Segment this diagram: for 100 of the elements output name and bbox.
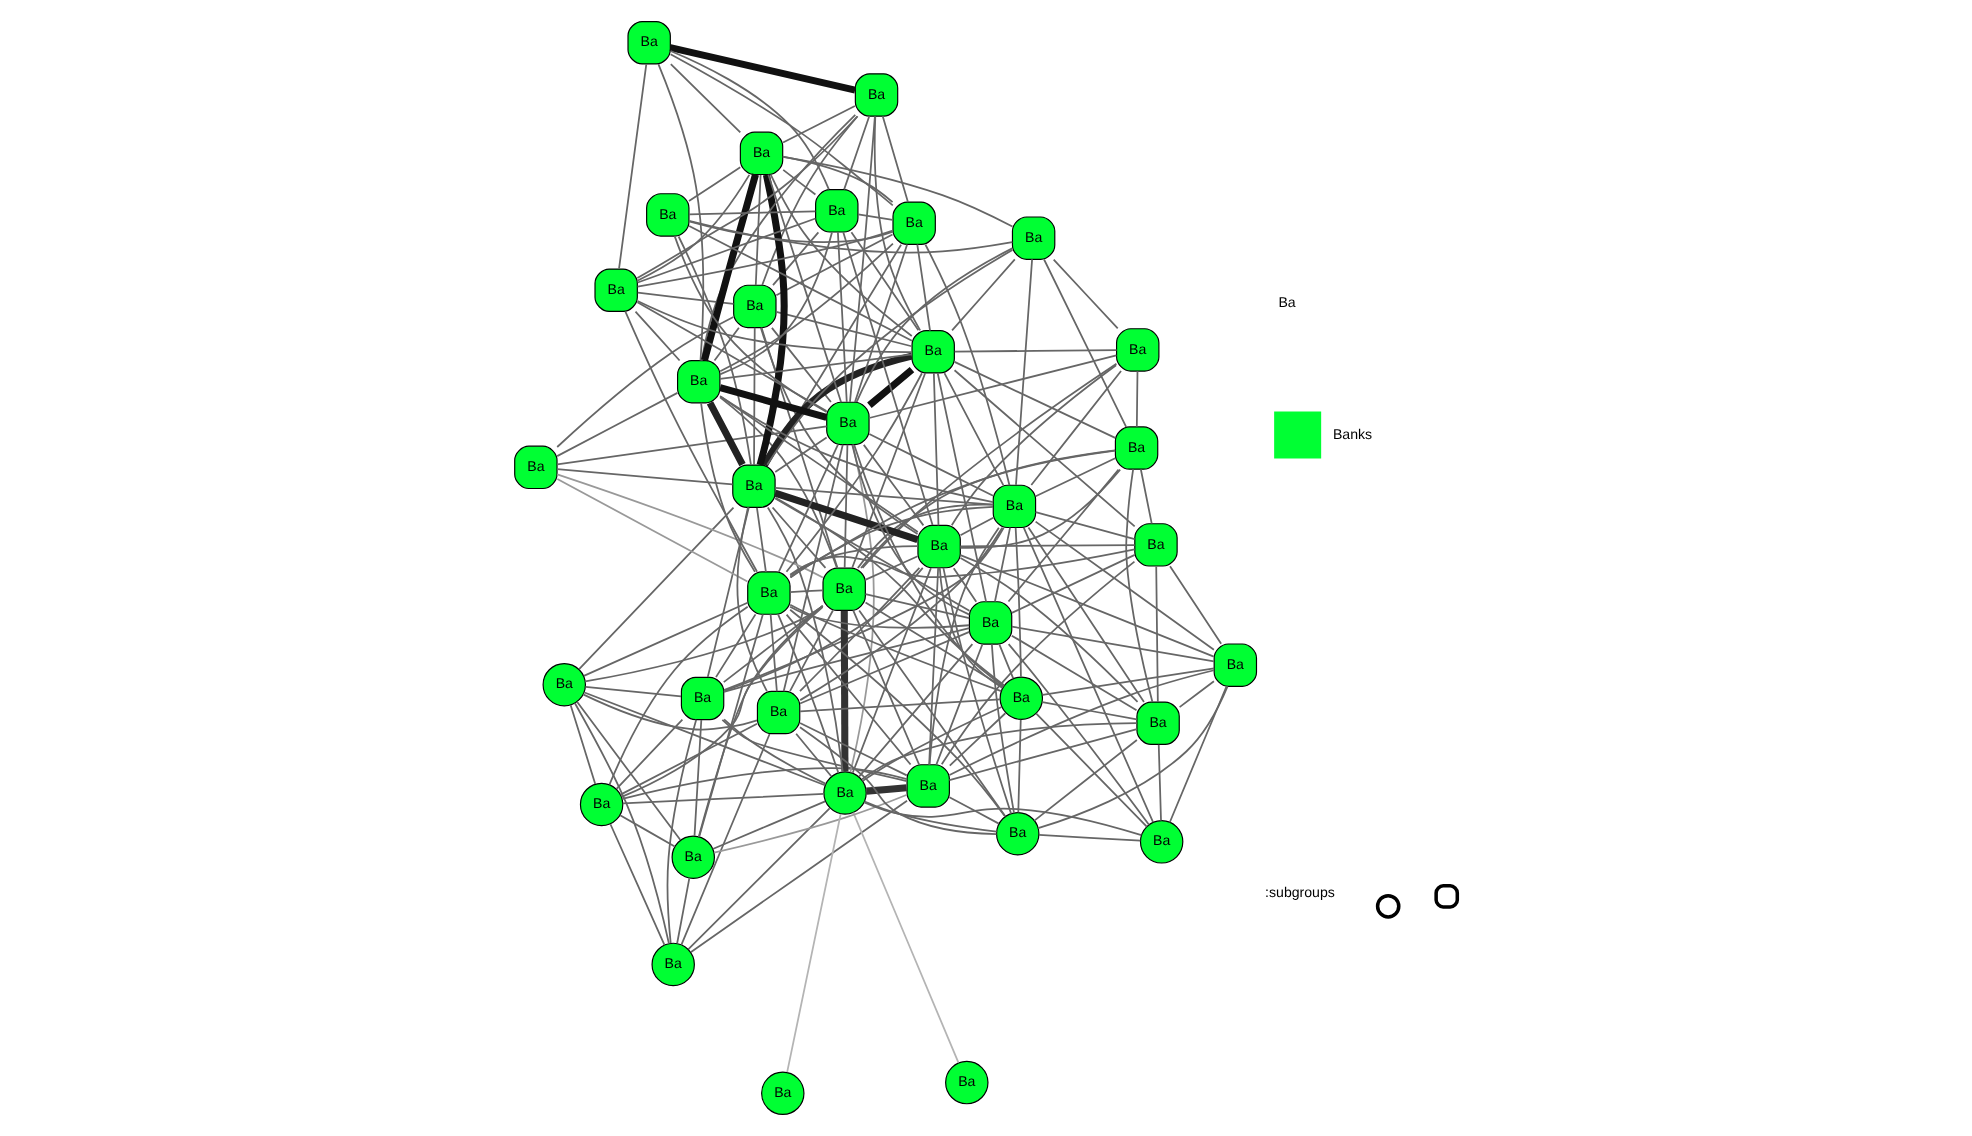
connector [676,877,691,945]
connector [856,503,994,569]
connector [634,310,681,362]
connector [1035,712,1148,828]
connector [582,693,758,731]
connector [854,243,908,403]
connector [799,566,921,693]
connector [736,506,768,693]
connector [862,444,925,527]
connector [938,566,1004,689]
connector [688,220,894,243]
connector [774,497,971,612]
connector [1052,258,1119,330]
connector [857,213,894,221]
connector [849,443,875,774]
connector [864,555,919,581]
connector [951,258,1016,332]
connector [636,115,859,279]
connector [636,300,913,353]
connector [719,242,894,373]
connector [863,800,998,833]
connector [569,704,597,785]
connector [868,354,1118,419]
connector [1169,565,1223,645]
connector [688,219,1014,254]
connector [952,567,978,603]
connector [1010,634,1138,712]
connector [669,53,894,207]
connector [861,706,1003,782]
connector [782,155,1014,228]
connector [769,613,778,693]
connector [778,443,839,573]
connector [754,174,762,286]
connector [959,554,1215,658]
connector [1038,834,1142,842]
connector [689,799,908,954]
connector [771,327,832,403]
connector [619,722,758,796]
connector [1015,258,1033,486]
connector [785,613,912,766]
connector [608,605,749,786]
connector [774,489,919,543]
connector [1140,468,1153,525]
connector [583,601,749,677]
connector [574,702,670,945]
connector [700,402,756,573]
connector [789,506,994,579]
connector [936,372,987,603]
connector [723,627,971,693]
connector [576,700,682,841]
connector [766,506,844,773]
connector [948,669,1215,776]
connector [706,401,746,467]
connector [693,719,703,837]
connector [556,316,735,448]
connector [688,210,817,216]
connector [1033,739,1138,822]
connector [619,814,676,848]
connector [789,603,1003,692]
connector [849,115,876,403]
connector [959,468,1122,549]
connector [774,497,1006,687]
connector [753,326,756,466]
connector [782,169,817,196]
connector [795,732,833,778]
connector [1157,743,1162,822]
connector [932,372,940,527]
connector [799,631,971,705]
connector [760,326,839,569]
connector [864,601,1004,688]
connector [1178,680,1215,708]
connector [1007,468,1120,603]
connector [711,800,826,850]
connector [723,718,827,785]
connector [855,247,1014,403]
connector [697,605,824,838]
connector [863,801,1143,837]
connector [766,249,1014,466]
connector [775,311,913,348]
connector [584,605,824,683]
connector [867,366,915,409]
connector [657,63,704,362]
connector [669,63,742,134]
connector [722,604,824,683]
connector [1168,685,1228,824]
connector [924,243,1011,487]
connector [959,544,1136,548]
connector [942,567,1012,815]
connector [719,353,913,380]
connector [1007,643,1150,826]
connector [713,793,908,854]
connector [556,478,749,583]
connector [1043,258,1127,428]
connector [618,63,648,270]
connector [782,443,844,693]
connector [789,608,1006,818]
connector [959,516,995,537]
connector [636,301,828,412]
connector [866,784,907,795]
connector [858,609,1007,818]
